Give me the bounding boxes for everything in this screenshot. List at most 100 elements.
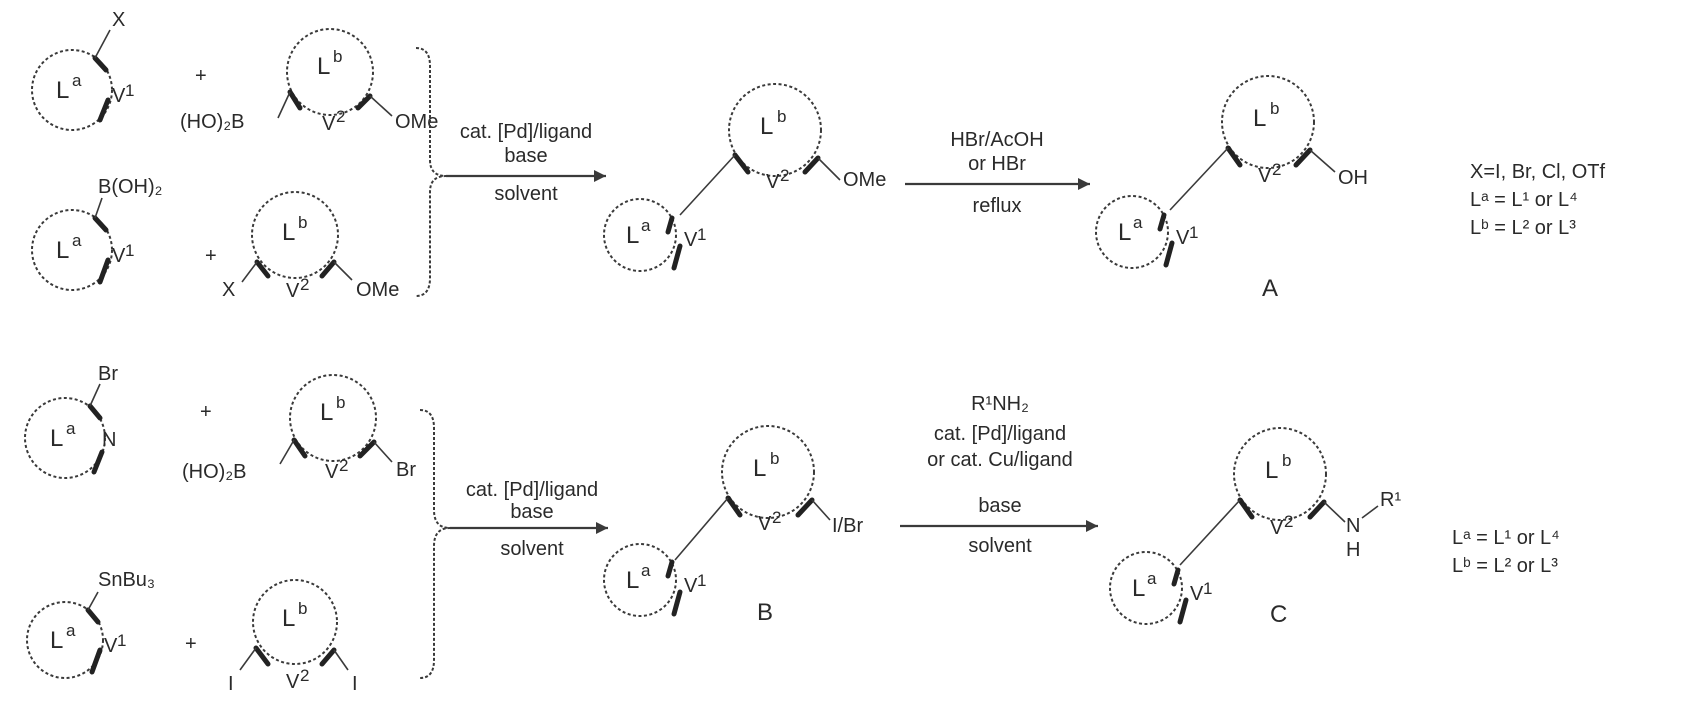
svg-text:L: L <box>753 455 766 482</box>
svg-text:V: V <box>1258 165 1272 187</box>
svg-text:V: V <box>286 280 300 302</box>
v1-label: V <box>112 85 126 107</box>
svg-text:b: b <box>1282 451 1291 470</box>
svg-text:V: V <box>1176 227 1190 249</box>
notes-row1: X=I, Br, Cl, OTf Lᵃ = L¹ or L⁴ Lᵇ = L² o… <box>1470 161 1605 239</box>
svg-text:L: L <box>1265 457 1278 484</box>
svg-text:Br: Br <box>396 459 416 481</box>
intermediate-b: L b V 2 I/Br L a V 1 B <box>604 426 863 626</box>
svg-text:L: L <box>50 627 63 654</box>
svg-text:L: L <box>1253 105 1266 132</box>
svg-text:OMe: OMe <box>356 279 399 301</box>
condition-line: or cat. Cu/ligand <box>927 449 1073 471</box>
r1-label: R¹ <box>1380 489 1401 511</box>
condition-line: base <box>510 501 553 523</box>
svg-text:a: a <box>66 621 76 640</box>
reactant-la-boronic: B(OH)₂ L a V 1 <box>32 176 162 290</box>
svg-text:1: 1 <box>125 81 134 100</box>
product-c: L b V 2 N H R¹ L a V 1 C <box>1110 428 1401 628</box>
svg-text:V: V <box>104 635 118 657</box>
oh-label: OH <box>1338 167 1368 189</box>
svg-text:V: V <box>325 461 339 483</box>
svg-text:L: L <box>282 219 295 246</box>
svg-text:+: + <box>200 401 212 423</box>
condition-line: solvent <box>500 538 564 560</box>
svg-text:a: a <box>641 216 651 235</box>
svg-text:OMe: OMe <box>843 169 886 191</box>
boh2-label: B(OH)₂ <box>98 176 162 198</box>
compound-label-b: B <box>757 599 773 626</box>
condition-line: cat. [Pd]/ligand <box>466 479 598 501</box>
svg-text:b: b <box>336 393 345 412</box>
arrow-row2-step1: cat. [Pd]/ligand base solvent <box>450 479 608 560</box>
condition-line: HBr/AcOH <box>950 129 1043 151</box>
svg-text:a: a <box>1133 213 1143 232</box>
svg-text:L: L <box>626 222 639 249</box>
br-label: Br <box>98 363 118 385</box>
svg-text:V: V <box>1190 583 1204 605</box>
svg-text:L: L <box>50 425 63 452</box>
svg-text:b: b <box>298 213 307 232</box>
x-label: X <box>112 9 125 31</box>
note-line: Lᵃ = L¹ or L⁴ <box>1452 527 1560 549</box>
ome-label: OMe <box>395 111 438 133</box>
svg-text:b: b <box>333 47 342 66</box>
svg-text:1: 1 <box>117 631 126 650</box>
svg-text:b: b <box>777 107 786 126</box>
svg-text:a: a <box>72 231 82 250</box>
svg-text:V: V <box>684 575 698 597</box>
svg-text:(HO)₂B: (HO)₂B <box>182 461 246 483</box>
svg-text:L: L <box>56 237 69 264</box>
svg-text:+: + <box>185 633 197 655</box>
intermediate-row1: L b V 2 OMe L a V 1 <box>604 84 886 271</box>
svg-text:2: 2 <box>336 107 345 126</box>
amine-n-label: N <box>1346 515 1360 537</box>
svg-text:2: 2 <box>339 456 348 475</box>
svg-text:L: L <box>1118 219 1131 246</box>
n-label: N <box>102 429 116 451</box>
ibr-label: I/Br <box>832 515 863 537</box>
product-a: L b V 2 OH L a V 1 A <box>1096 76 1368 302</box>
svg-text:b: b <box>1270 99 1279 118</box>
svg-text:X: X <box>222 279 235 301</box>
ring-sup-a: a <box>72 71 82 90</box>
condition-line: base <box>978 495 1021 517</box>
svg-text:2: 2 <box>300 275 309 294</box>
svg-text:a: a <box>66 419 76 438</box>
ring-label-la: L <box>56 77 69 104</box>
condition-line: reflux <box>973 195 1022 217</box>
note-line: Lᵇ = L² or L³ <box>1470 217 1576 239</box>
svg-text:I: I <box>228 673 234 695</box>
svg-text:V: V <box>286 671 300 693</box>
reactant-i-lb-i: I L b V 2 I <box>228 580 358 695</box>
svg-text:1: 1 <box>125 241 134 260</box>
notes-row2: Lᵃ = L¹ or L⁴ Lᵇ = L² or L³ <box>1452 527 1560 577</box>
brace-row1 <box>416 48 446 296</box>
svg-text:b: b <box>298 599 307 618</box>
svg-text:V: V <box>1270 517 1284 539</box>
note-line: Lᵇ = L² or L³ <box>1452 555 1558 577</box>
svg-text:b: b <box>770 449 779 468</box>
svg-text:L: L <box>320 399 333 426</box>
brace-row2 <box>420 410 450 678</box>
svg-text:1: 1 <box>1203 579 1212 598</box>
svg-text:V: V <box>766 171 780 193</box>
reactant-la-br-n: Br L a N <box>25 363 118 478</box>
svg-text:+: + <box>205 245 217 267</box>
amine-h-label: H <box>1346 539 1360 561</box>
reactant-x-lb-ome: X L b V 2 OMe <box>222 192 399 302</box>
ring-label-lb: L <box>317 53 330 80</box>
note-line: Lᵃ = L¹ or L⁴ <box>1470 189 1578 211</box>
svg-text:L: L <box>760 113 773 140</box>
compound-label-c: C <box>1270 601 1287 628</box>
plus-sign: + <box>195 65 207 87</box>
svg-text:a: a <box>1147 569 1157 588</box>
arrow-row1-step1: cat. [Pd]/ligand base solvent <box>446 121 606 205</box>
snbu3-label: SnBu₃ <box>98 569 155 591</box>
svg-text:L: L <box>626 567 639 594</box>
v2-label: V <box>322 113 336 135</box>
condition-line: solvent <box>494 183 558 205</box>
svg-text:1: 1 <box>697 225 706 244</box>
ho2b-label: (HO)₂B <box>180 111 244 133</box>
